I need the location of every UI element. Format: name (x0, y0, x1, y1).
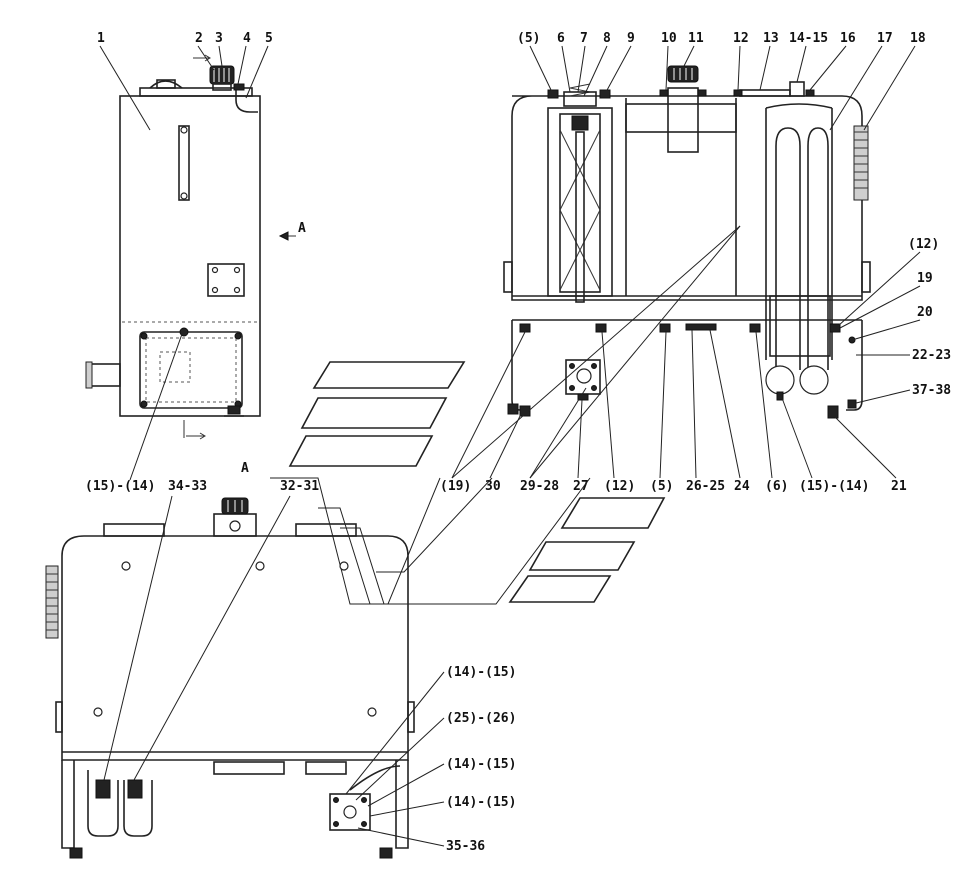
label-24: 24 (734, 479, 750, 494)
label-p12-right: (12) (908, 237, 939, 252)
label-p14-15-b: (14)-(15) (446, 757, 516, 772)
label-15-14-side: (15)-(14) (85, 479, 155, 494)
breather-cap (149, 80, 183, 89)
filler-cap-front-icon (667, 65, 699, 83)
label-3: 3 (215, 31, 223, 46)
cleanout-cover (139, 331, 243, 409)
return-filter (547, 107, 613, 297)
label-5: 5 (265, 31, 273, 46)
label-2: 2 (195, 31, 203, 46)
label-p19: (19) (440, 479, 471, 494)
valve-block-a (329, 793, 371, 831)
label-17: 17 (877, 31, 893, 46)
view-title-a: A (241, 461, 249, 476)
front-view-tank (511, 95, 863, 301)
front-view: (5) 6 7 8 9 10 11 12 13 14-15 16 17 18 (… (440, 31, 951, 494)
label-21: 21 (891, 479, 907, 494)
label-p6: (6) (765, 479, 788, 494)
label-9: 9 (627, 31, 635, 46)
side-view: A 1 2 3 4 5 (15)-(14) (85, 31, 306, 494)
strainer-end-right (799, 365, 829, 395)
label-8: 8 (603, 31, 611, 46)
leader-1 (99, 45, 151, 131)
label-30: 30 (485, 479, 501, 494)
bottom-view-a: A (45, 461, 516, 859)
label-p5-top: (5) (517, 31, 540, 46)
label-7: 7 (580, 31, 588, 46)
label-6: 6 (557, 31, 565, 46)
callout-boxes (270, 361, 666, 605)
side-view-body (119, 95, 261, 417)
label-18: 18 (910, 31, 926, 46)
label-20: 20 (917, 305, 933, 320)
label-p14-15-a: (14)-(15) (446, 665, 516, 680)
label-4: 4 (243, 31, 251, 46)
label-p12-bottom: (12) (604, 479, 635, 494)
label-37-38: 37-38 (912, 383, 951, 398)
label-12: 12 (733, 31, 749, 46)
label-p5-bottom: (5) (650, 479, 673, 494)
level-gauge (178, 125, 190, 201)
label-26-25: 26-25 (686, 479, 725, 494)
label-19: 19 (917, 271, 933, 286)
label-1: 1 (97, 31, 105, 46)
label-p14-15-c: (14)-(15) (446, 795, 516, 810)
label-p15-14: (15)-(14) (799, 479, 869, 494)
label-32-31: 32-31 (280, 479, 319, 494)
label-29-28: 29-28 (520, 479, 559, 494)
label-11: 11 (688, 31, 704, 46)
breather-filter (853, 125, 869, 201)
label-10: 10 (661, 31, 677, 46)
view-marker-a: A (298, 221, 306, 236)
view-a-tank (61, 535, 409, 761)
label-27: 27 (573, 479, 589, 494)
label-34-33: 34-33 (168, 479, 207, 494)
label-16: 16 (840, 31, 856, 46)
label-35-36: 35-36 (446, 839, 485, 854)
strainer-end-left (765, 365, 795, 395)
label-14-15: 14-15 (789, 31, 828, 46)
label-p25-26: (25)-(26) (446, 711, 516, 726)
label-22-23: 22-23 (912, 348, 951, 363)
label-13: 13 (763, 31, 779, 46)
